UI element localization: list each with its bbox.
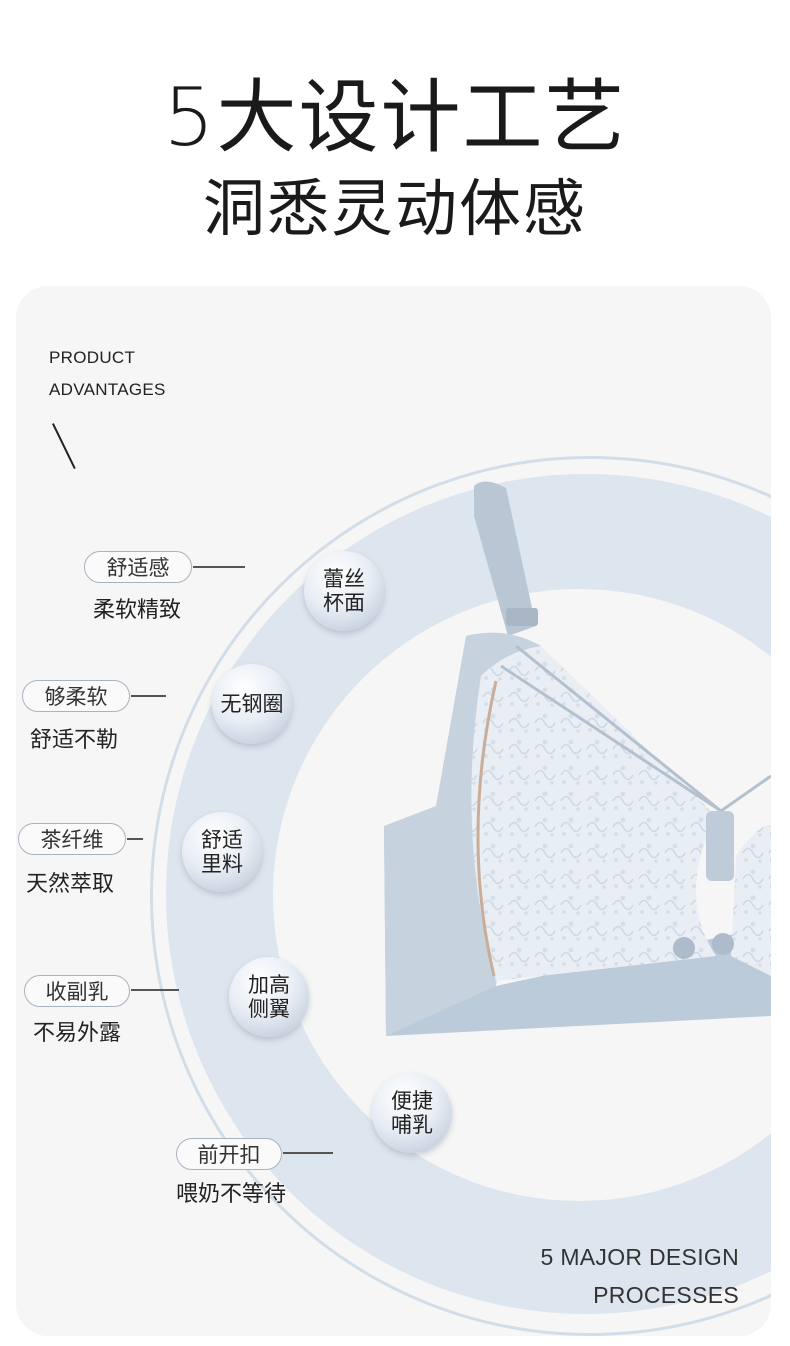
sub-comfort: 柔软精致 (93, 598, 182, 623)
sub-soft: 舒适不勒 (30, 728, 119, 753)
leader-line (193, 566, 245, 568)
bubble-easy-nursing: 便捷 哺乳 (372, 1073, 452, 1153)
bubble-wire-free: 无钢圈 (212, 664, 292, 744)
tag-front-clasp: 前开扣 (176, 1138, 282, 1170)
tag-comfort: 舒适感 (84, 551, 192, 583)
bubble-high-side-wing: 加高 侧翼 (229, 957, 309, 1037)
bottom-text-line1: 5 MAJOR DESIGN (540, 1244, 739, 1270)
tag-soft: 够柔软 (22, 680, 130, 712)
leader-line (131, 695, 166, 697)
sub-front-clasp: 喂奶不等待 (176, 1182, 287, 1207)
feature-panel: PRODUCT ADVANTAGES (16, 286, 771, 1336)
tag-tea-fiber: 茶纤维 (18, 823, 126, 855)
sub-tea-fiber: 天然萃取 (26, 872, 115, 897)
bubble-lace-cup: 蕾丝 杯面 (304, 551, 384, 631)
leader-line (131, 989, 179, 991)
sub-side-support: 不易外露 (33, 1021, 122, 1046)
headline-main: 5大设计工艺 (163, 71, 627, 164)
bra-product-image (384, 481, 771, 1036)
corner-text-advantages: ADVANTAGES (49, 380, 166, 399)
headline-sub: 洞悉灵动体感 (202, 172, 587, 245)
leader-line (127, 838, 143, 840)
tag-side-support: 收副乳 (24, 975, 130, 1007)
bubble-comfort-lining: 舒适 里料 (182, 812, 262, 892)
leader-line (283, 1152, 333, 1154)
slash-divider (52, 423, 76, 469)
bottom-text-line2: PROCESSES (593, 1282, 739, 1308)
corner-text-product: PRODUCT (49, 348, 136, 367)
